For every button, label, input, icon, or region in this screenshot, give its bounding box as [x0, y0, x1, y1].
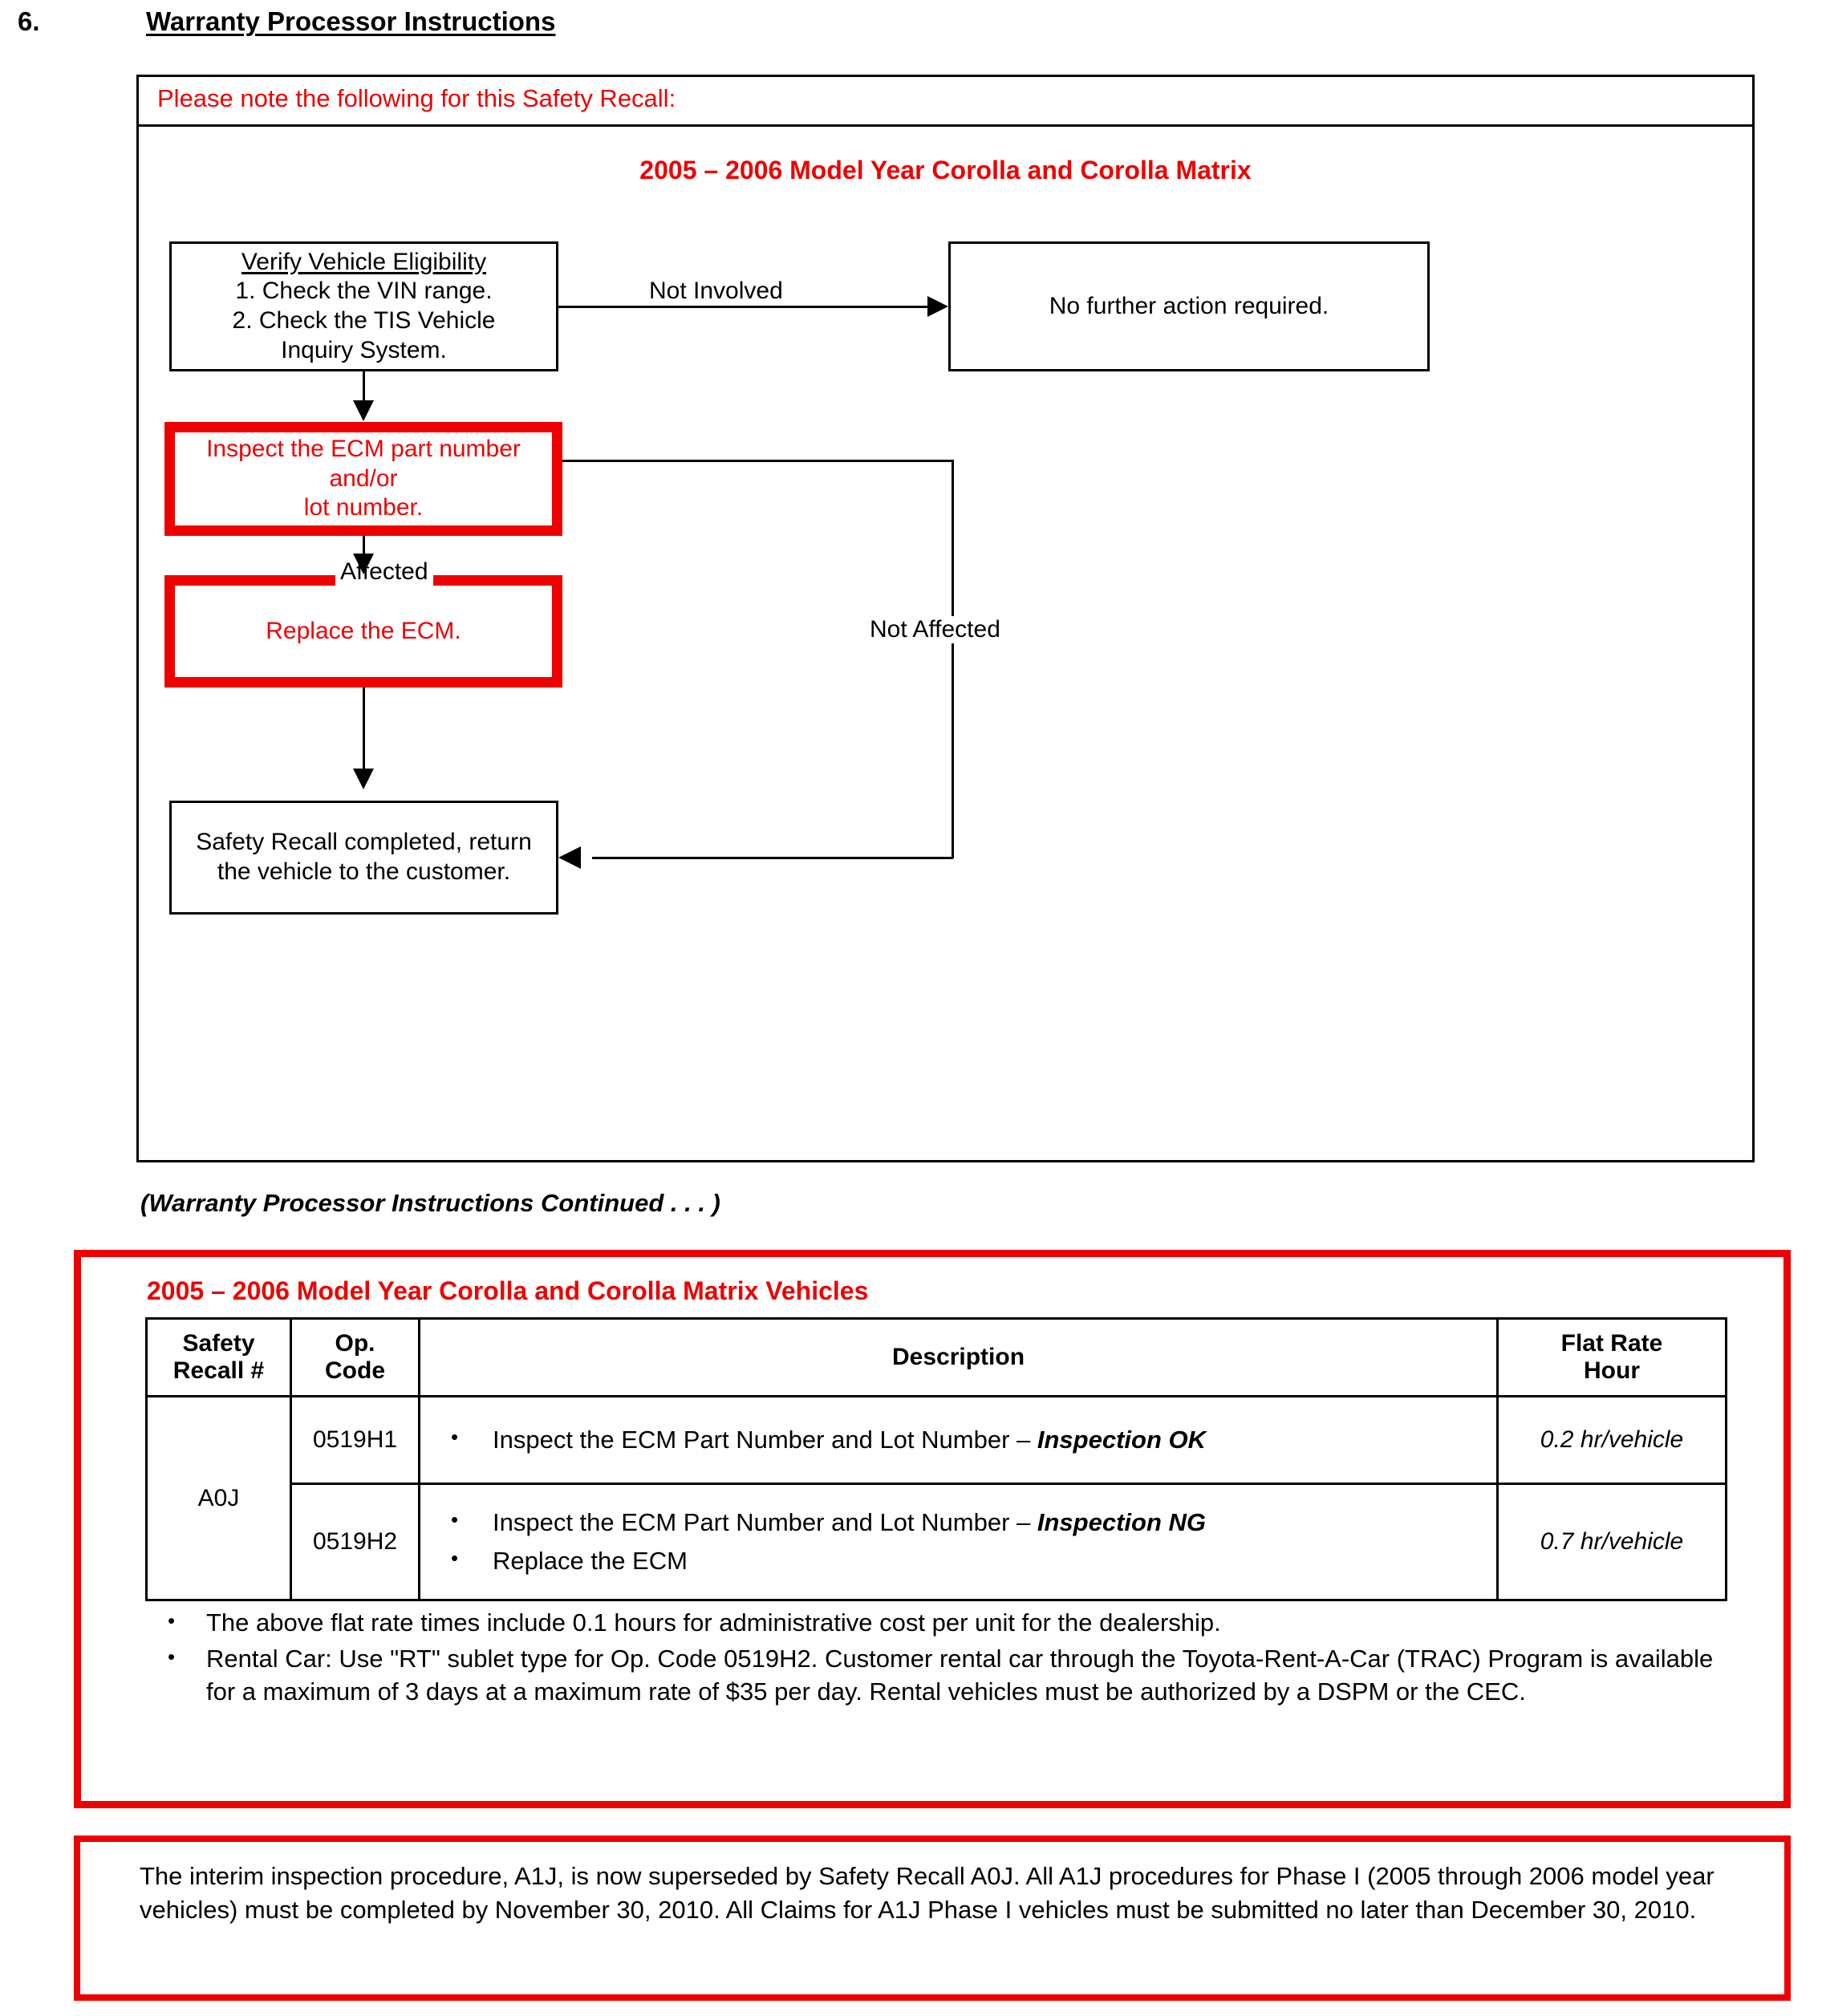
description-item: Inspect the ECM Part Number and Lot Numb…	[451, 1503, 1496, 1542]
flow-box-recall-completed: Safety Recall completed, return the vehi…	[169, 801, 558, 915]
cell-flat-rate-0519H2: 0.7 hr/vehicle	[1496, 1483, 1727, 1601]
warranty-table-panel: 2005 – 2006 Model Year Corolla and Corol…	[74, 1250, 1791, 1808]
warranty-notes: The above flat rate times include 0.1 ho…	[145, 1607, 1734, 1712]
section-number: 6.	[18, 6, 40, 36]
cell-op-code-0519H2: 0519H2	[290, 1483, 420, 1601]
edge-label-affected: Affected	[335, 558, 433, 586]
flow-box-verify-eligibility: Verify Vehicle Eligibility 1. Check the …	[169, 241, 558, 371]
warranty-note-item: The above flat rate times include 0.1 ho…	[168, 1607, 1734, 1640]
column-header-flat-rate-line2: Hour	[1584, 1357, 1640, 1384]
safety-recall-note-bar: Please note the following for this Safet…	[139, 77, 1752, 127]
replace-ecm-text: Replace the ECM.	[266, 617, 461, 644]
edge-label-not-involved: Not Involved	[644, 278, 788, 305]
arrowhead-inspect-to-replace	[353, 554, 374, 574]
cell-description-0519H2: Inspect the ECM Part Number and Lot Numb…	[418, 1483, 1499, 1601]
description-item-text: Inspect the ECM Part Number and Lot Numb…	[493, 1425, 1037, 1454]
description-item-text: Inspect the ECM Part Number and Lot Numb…	[493, 1507, 1037, 1536]
interim-procedure-panel: The interim inspection procedure, A1J, i…	[74, 1835, 1791, 2001]
connector-affected-upper	[363, 536, 365, 560]
column-header-op-code-line2: Code	[325, 1357, 385, 1384]
verify-box-step-2: 2. Check the TIS Vehicle	[232, 307, 496, 334]
description-item-emphasis: Inspection NG	[1037, 1507, 1207, 1536]
connector-not-affected-top	[562, 460, 954, 462]
arrowhead-verify-to-inspect	[353, 400, 374, 421]
verify-box-step-2-cont: Inquiry System.	[281, 336, 447, 363]
cell-safety-recall-number: A0J	[145, 1395, 292, 1601]
column-header-safety-recall-line1: Safety	[182, 1329, 255, 1357]
verify-box-step-1: 1. Check the VIN range.	[235, 278, 493, 305]
flow-box-inspect-ecm: Inspect the ECM part number and/or lot n…	[164, 422, 562, 536]
inspect-box-line-1: Inspect the ECM part number and/or	[206, 436, 521, 492]
arrowhead-replace-to-complete	[353, 769, 374, 789]
column-header-safety-recall: Safety Recall #	[145, 1317, 292, 1397]
column-header-op-code: Op. Code	[290, 1317, 420, 1397]
arrowhead-not-involved	[927, 296, 948, 317]
verify-box-title: Verify Vehicle Eligibility	[241, 248, 487, 275]
warranty-note-item: Rental Car: Use "RT" sublet type for Op.…	[168, 1643, 1734, 1709]
page-title: Warranty Processor Instructions	[146, 6, 556, 36]
flow-box-replace-ecm: Replace the ECM.	[164, 575, 562, 688]
connector-not-involved	[558, 306, 927, 308]
inspect-box-line-2: lot number.	[303, 494, 424, 521]
cell-description-0519H1: Inspect the ECM Part Number and Lot Numb…	[418, 1395, 1499, 1485]
cell-op-code-0519H1: 0519H1	[290, 1395, 420, 1485]
flowchart-model-year-title: 2005 – 2006 Model Year Corolla and Corol…	[639, 156, 1252, 185]
recall-completed-line-2: the vehicle to the customer.	[217, 858, 511, 885]
flowchart-panel: Please note the following for this Safet…	[136, 75, 1755, 1162]
section-heading: 6. Warranty Processor Instructions	[18, 6, 1799, 48]
description-item-text: Replace the ECM	[493, 1547, 688, 1575]
description-item: Replace the ECM	[451, 1542, 1496, 1580]
table-row: 0519H2 Inspect the ECM Part Number and L…	[147, 1483, 1727, 1601]
recall-completed-line-1: Safety Recall completed, return	[196, 829, 532, 856]
description-item: Inspect the ECM Part Number and Lot Numb…	[451, 1421, 1496, 1459]
safety-recall-note-text: Please note the following for this Safet…	[157, 84, 676, 112]
arrowhead-not-affected	[558, 846, 581, 869]
table-header-row: Safety Recall # Op. Code Description Fla…	[145, 1317, 1727, 1397]
column-header-description: Description	[418, 1317, 1499, 1397]
column-header-flat-rate-line1: Flat Rate	[1560, 1329, 1663, 1357]
connector-verify-to-inspect	[363, 371, 365, 408]
connector-not-affected-vertical	[952, 460, 954, 858]
column-header-op-code-line1: Op.	[335, 1329, 375, 1357]
no-further-action-text: No further action required.	[1049, 292, 1329, 319]
connector-replace-to-complete	[363, 688, 365, 776]
connector-not-affected-bottom	[592, 857, 953, 859]
continued-caption: (Warranty Processor Instructions Continu…	[140, 1189, 720, 1217]
column-header-safety-recall-line2: Recall #	[172, 1357, 265, 1384]
interim-procedure-text: The interim inspection procedure, A1J, i…	[140, 1862, 1714, 1924]
column-header-flat-rate: Flat Rate Hour	[1496, 1317, 1727, 1397]
flow-box-no-further-action: No further action required.	[948, 241, 1430, 371]
description-item-emphasis: Inspection OK	[1037, 1425, 1207, 1454]
edge-label-not-affected: Not Affected	[865, 616, 1005, 643]
table-row: A0J 0519H1 Inspect the ECM Part Number a…	[145, 1395, 1727, 1601]
op-code-table: Safety Recall # Op. Code Description Fla…	[145, 1317, 1727, 1601]
cell-flat-rate-0519H1: 0.2 hr/vehicle	[1496, 1395, 1727, 1485]
warranty-table-title: 2005 – 2006 Model Year Corolla and Corol…	[147, 1276, 869, 1305]
